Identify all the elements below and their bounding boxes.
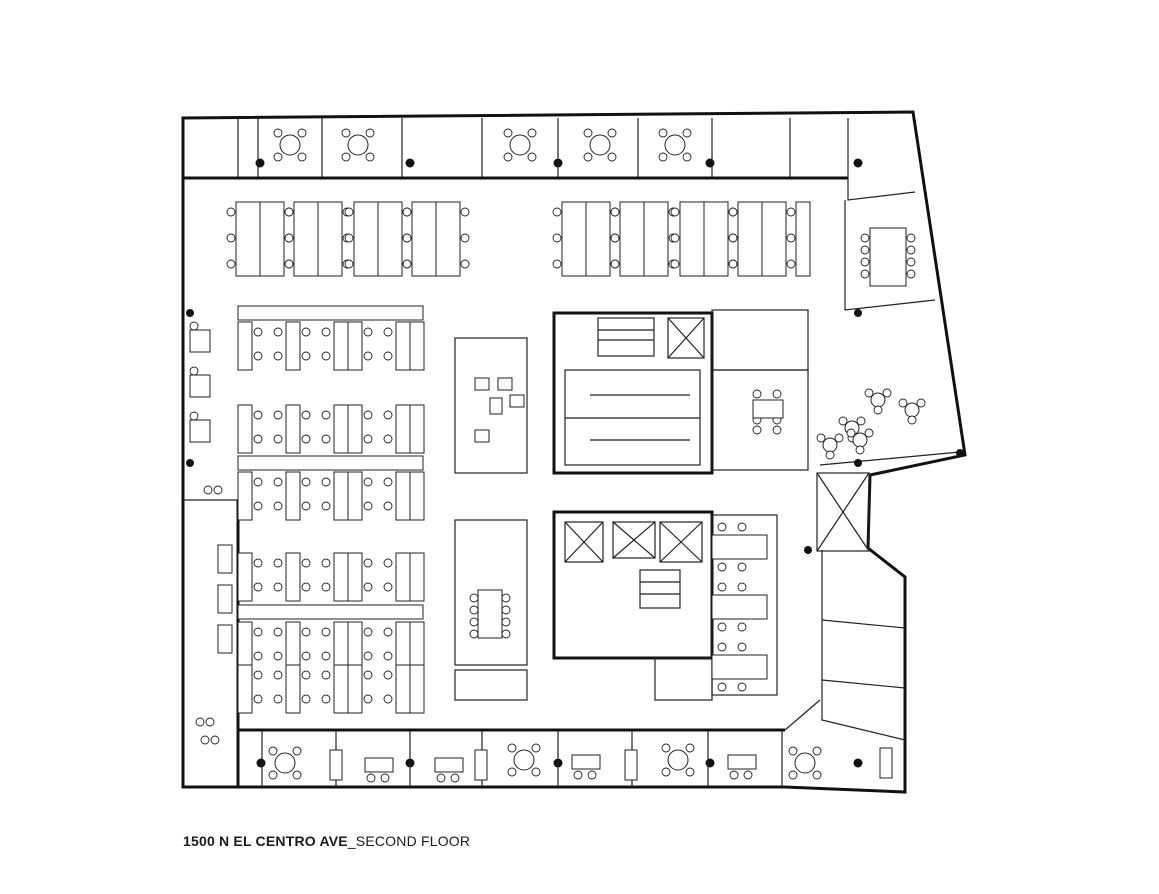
- outer-wall: [181, 110, 967, 794]
- core-upper: [552, 311, 714, 475]
- meeting-table: [752, 399, 784, 419]
- boardroom-table: [869, 227, 907, 287]
- core-stairs: [597, 317, 681, 609]
- spine-beam-3: [237, 604, 424, 620]
- spine-beam-2: [237, 455, 424, 471]
- floor-label: SECOND FLOOR: [355, 833, 471, 849]
- core-elevators: [564, 317, 705, 563]
- address-label: 1500 N EL CENTRO AVE: [183, 833, 348, 849]
- furniture: [189, 128, 926, 783]
- conference-table: [477, 589, 503, 639]
- caption-separator: _: [347, 833, 356, 849]
- spine-beam-1: [237, 305, 424, 321]
- top-office-dividers: [237, 118, 849, 178]
- floor-plan: [181, 110, 967, 794]
- plan-caption: 1500 N EL CENTRO AVE_SECOND FLOOR: [183, 833, 470, 849]
- core-lower: [552, 510, 714, 660]
